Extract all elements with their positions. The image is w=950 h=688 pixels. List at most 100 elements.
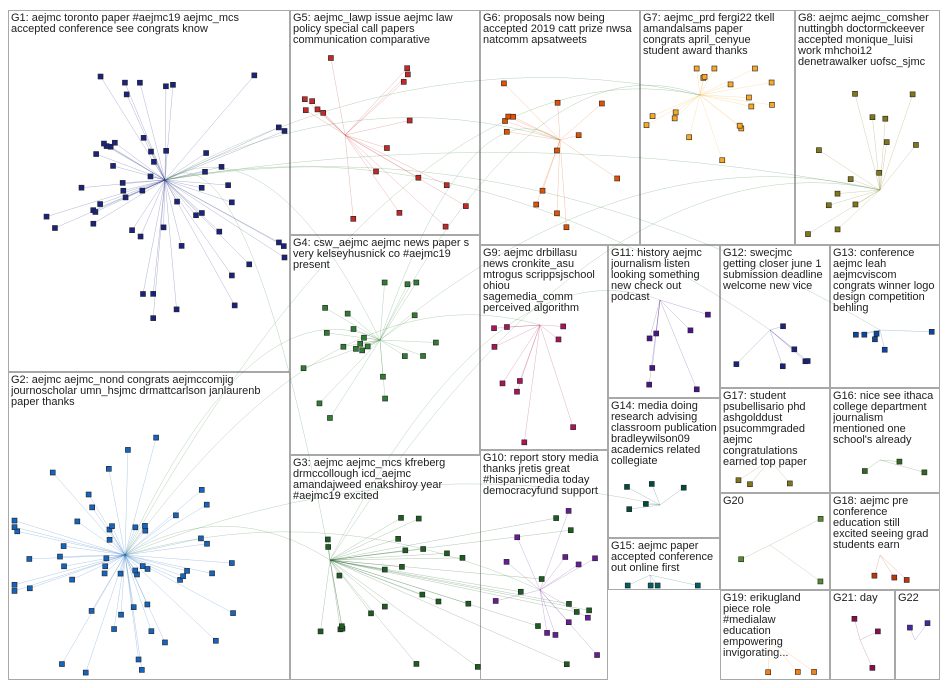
edge bbox=[329, 559, 343, 629]
edge bbox=[379, 282, 417, 341]
user-node bbox=[325, 544, 331, 550]
edge bbox=[559, 139, 618, 179]
edge bbox=[699, 77, 704, 96]
user-node bbox=[204, 540, 210, 547]
edge bbox=[767, 639, 771, 673]
group-label-g1: G1: aejmc toronto paper #aejmc19 aejmc_m… bbox=[11, 13, 240, 35]
user-node bbox=[404, 65, 410, 72]
edge bbox=[674, 94, 701, 119]
edge bbox=[329, 559, 423, 595]
edge bbox=[164, 179, 203, 214]
edge bbox=[344, 81, 404, 136]
edge bbox=[659, 487, 684, 506]
user-node bbox=[399, 564, 405, 570]
user-node bbox=[535, 623, 541, 629]
user-node bbox=[463, 203, 469, 209]
edge bbox=[539, 324, 574, 428]
edge bbox=[769, 329, 808, 362]
user-node bbox=[552, 632, 559, 638]
user-node bbox=[400, 79, 407, 85]
user-node bbox=[229, 272, 235, 279]
group-box-g12 bbox=[720, 245, 830, 388]
user-node bbox=[626, 506, 633, 512]
edge bbox=[124, 554, 148, 605]
edge bbox=[769, 329, 784, 367]
user-node bbox=[748, 103, 755, 110]
group-box-g11 bbox=[608, 245, 720, 398]
user-node bbox=[173, 306, 180, 313]
user-node bbox=[180, 573, 186, 580]
user-node bbox=[554, 99, 561, 106]
edge bbox=[152, 179, 166, 294]
user-node bbox=[817, 516, 824, 522]
edge bbox=[59, 554, 126, 557]
edge bbox=[124, 515, 177, 556]
user-node bbox=[130, 604, 137, 610]
user-node bbox=[649, 365, 656, 371]
user-node bbox=[705, 311, 711, 318]
user-node bbox=[646, 381, 652, 388]
edge bbox=[879, 554, 907, 581]
user-node bbox=[872, 336, 878, 343]
edge bbox=[769, 639, 815, 673]
user-node bbox=[11, 588, 18, 594]
group-box-g2 bbox=[8, 372, 290, 680]
edge bbox=[164, 130, 285, 181]
edge bbox=[879, 459, 900, 462]
group-label-g2: G2: aejmc aejmc_nond congrats aejmccomji… bbox=[11, 375, 261, 408]
user-node bbox=[361, 334, 367, 341]
edge bbox=[828, 189, 881, 206]
group-label-g8: G8: aejmc aejmc_comsher nuttingbh doctor… bbox=[798, 13, 929, 68]
user-node bbox=[340, 343, 347, 350]
inter-group-edge bbox=[164, 172, 331, 561]
edge bbox=[164, 150, 167, 181]
user-node bbox=[395, 536, 401, 542]
edge bbox=[329, 559, 469, 604]
user-node bbox=[671, 115, 678, 122]
edge bbox=[769, 459, 791, 484]
group-box-g7 bbox=[640, 10, 795, 245]
edge bbox=[329, 517, 557, 561]
user-node bbox=[328, 55, 334, 61]
user-node bbox=[510, 113, 516, 120]
user-node bbox=[499, 380, 506, 387]
user-node bbox=[82, 669, 89, 676]
user-node bbox=[69, 576, 75, 583]
edge bbox=[95, 179, 166, 213]
user-node bbox=[459, 555, 466, 561]
user-node bbox=[811, 669, 817, 675]
edge bbox=[769, 329, 806, 362]
user-node bbox=[300, 365, 307, 372]
edge bbox=[878, 172, 881, 191]
group-label-g7: G7: aejmc_prd fergi22 tkell amandalsams … bbox=[643, 13, 775, 57]
user-node bbox=[198, 184, 205, 191]
user-node bbox=[106, 536, 113, 543]
inter-group-edge bbox=[379, 128, 561, 341]
user-node bbox=[415, 515, 422, 522]
user-node bbox=[338, 623, 345, 630]
user-node bbox=[162, 639, 168, 646]
edge bbox=[329, 559, 542, 580]
edge bbox=[675, 94, 701, 113]
edge bbox=[164, 166, 222, 181]
user-node bbox=[203, 150, 209, 156]
user-node bbox=[554, 210, 560, 217]
user-node bbox=[160, 224, 167, 231]
edge bbox=[323, 112, 346, 136]
user-node bbox=[555, 336, 562, 343]
user-node bbox=[198, 535, 204, 542]
edge bbox=[344, 134, 354, 219]
edge bbox=[111, 526, 126, 556]
edge bbox=[124, 554, 217, 641]
user-node bbox=[350, 326, 357, 332]
edge bbox=[123, 179, 166, 191]
user-node bbox=[647, 582, 654, 589]
user-node bbox=[309, 98, 315, 104]
edge bbox=[164, 179, 182, 246]
user-node bbox=[563, 661, 570, 668]
edge bbox=[859, 631, 878, 641]
user-node bbox=[719, 157, 726, 164]
user-node bbox=[693, 386, 700, 393]
group-box-g20 bbox=[720, 493, 830, 590]
edge bbox=[63, 545, 126, 556]
